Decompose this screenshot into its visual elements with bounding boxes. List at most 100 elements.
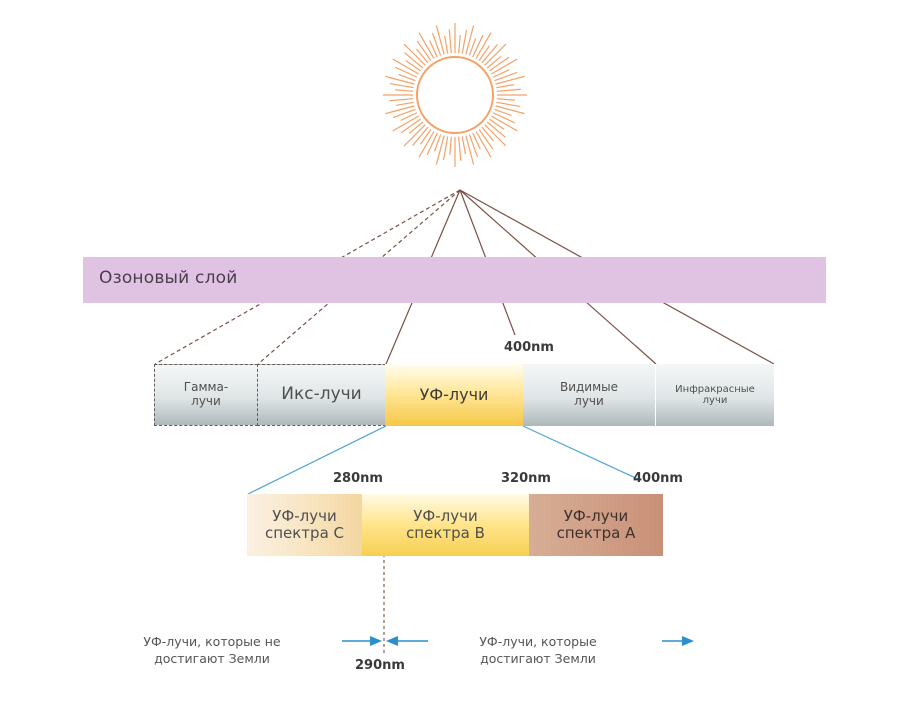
note-reaching-earth: УФ-лучи, которые достигают Земли: [479, 634, 597, 666]
sun-ray: [472, 34, 484, 58]
sun-ray: [442, 136, 449, 161]
sun-ray: [385, 75, 415, 85]
sun-ray: [496, 101, 521, 108]
sun-ray: [448, 29, 452, 54]
uv-rays-label: УФ-лучи: [419, 384, 489, 404]
sun-ray: [478, 45, 490, 61]
sun-ray: [461, 29, 468, 54]
wavelength-400-top: 400nm: [504, 340, 554, 355]
uv-rays-box: УФ-лучи: [385, 364, 523, 426]
sun-ray: [418, 32, 435, 59]
sun-ray: [405, 60, 421, 72]
sun-ray: [461, 136, 467, 155]
sun-ray: [394, 66, 418, 78]
note-not-reaching-earth: УФ-лучи, которые не достигают Земли: [143, 634, 281, 666]
sun-ray: [468, 38, 477, 56]
sun-ray: [478, 129, 494, 150]
gamma-rays-label: Гамма- лучи: [183, 380, 229, 408]
arrow-right-far-icon: [662, 636, 694, 646]
sun-ray: [435, 25, 445, 55]
sun-ray: [443, 35, 449, 54]
ozone-band: [83, 257, 826, 303]
sun-ray: [494, 108, 512, 117]
sun-ray: [492, 69, 510, 78]
wavelength-320: 320nm: [501, 471, 551, 486]
sun-ray: [481, 44, 498, 64]
sun-ray: [495, 105, 525, 115]
sun-ray: [416, 40, 432, 61]
uvc-label: УФ-лучи спектра C: [264, 506, 345, 542]
sun-ray: [398, 73, 416, 82]
uv-expand-left: [247, 425, 387, 495]
sun-ray: [491, 115, 518, 132]
sun-disc: [416, 56, 494, 134]
sun-ray: [496, 98, 515, 101]
sun-ray: [392, 115, 419, 132]
wavelength-400-bottom: 400nm: [633, 471, 683, 486]
wavelength-280: 280nm: [333, 471, 383, 486]
sun-ray: [465, 135, 475, 165]
uv-expand-right: [522, 425, 641, 481]
sun-ray: [415, 48, 429, 64]
arrow-right-icon: [342, 636, 382, 646]
sun-ray: [472, 132, 481, 150]
gamma-rays-box: Гамма- лучи: [154, 364, 258, 426]
sun-ray: [429, 40, 438, 58]
xray-box: Икс-лучи: [257, 364, 386, 426]
sun-ray: [389, 98, 414, 102]
sun-ray: [484, 43, 507, 66]
sun-ray: [458, 136, 462, 161]
uva-label: УФ-лучи спектра A: [556, 506, 636, 542]
sun-ray: [468, 134, 479, 158]
sun-ray: [491, 58, 518, 75]
sun-ray: [426, 132, 438, 156]
visible-rays-label: Видимые лучи: [559, 380, 619, 408]
sun-ray: [496, 88, 521, 92]
sun-ray: [433, 134, 442, 152]
sun-ray: [489, 118, 505, 130]
sun-ray: [400, 118, 421, 134]
sun-ray: [392, 58, 419, 75]
sun-ray: [403, 124, 426, 147]
sun-ray: [418, 131, 435, 158]
sun-ray: [495, 75, 525, 85]
sun-ray: [395, 89, 414, 92]
ozone-label: Озоновый слой: [99, 268, 238, 288]
sun-ray: [494, 71, 518, 82]
xray-label: Икс-лучи: [281, 384, 362, 405]
sun-ray: [458, 35, 461, 54]
sun-ray: [408, 121, 424, 135]
sun-ray: [475, 131, 492, 158]
sun-ray: [486, 55, 502, 69]
sun-ray: [435, 135, 445, 165]
sun-ray: [481, 126, 495, 142]
sun-ray: [403, 43, 426, 66]
sun-ray: [489, 56, 510, 72]
sun-ray: [404, 52, 424, 69]
sun-ray: [392, 108, 416, 119]
visible-rays-box: Видимые лучи: [523, 364, 656, 426]
wavelength-290: 290nm: [355, 658, 405, 673]
sun-ray: [492, 112, 516, 124]
uvb-box: УФ-лучи спектра B: [362, 494, 529, 556]
sun-ray: [385, 105, 415, 115]
sun-ray: [449, 136, 452, 155]
sun-ray: [420, 129, 432, 145]
sun-ray: [431, 32, 442, 56]
infrared-rays-label: Инфракрасные лучи: [675, 383, 755, 407]
sun-ray: [475, 32, 492, 59]
sun-ray: [484, 124, 507, 147]
arrow-left-icon: [386, 636, 428, 646]
uvc-box: УФ-лучи спектра C: [247, 494, 362, 556]
sun-ray: [400, 112, 418, 121]
sun-ray: [389, 82, 414, 89]
uvb-label: УФ-лучи спектра B: [406, 506, 485, 542]
sun-ray: [395, 101, 414, 107]
sun-ray: [412, 126, 429, 146]
sun-ray: [496, 83, 515, 89]
sun-ray: [486, 121, 506, 138]
uva-box: УФ-лучи спектра A: [529, 494, 663, 556]
sun-icon: [383, 23, 527, 167]
